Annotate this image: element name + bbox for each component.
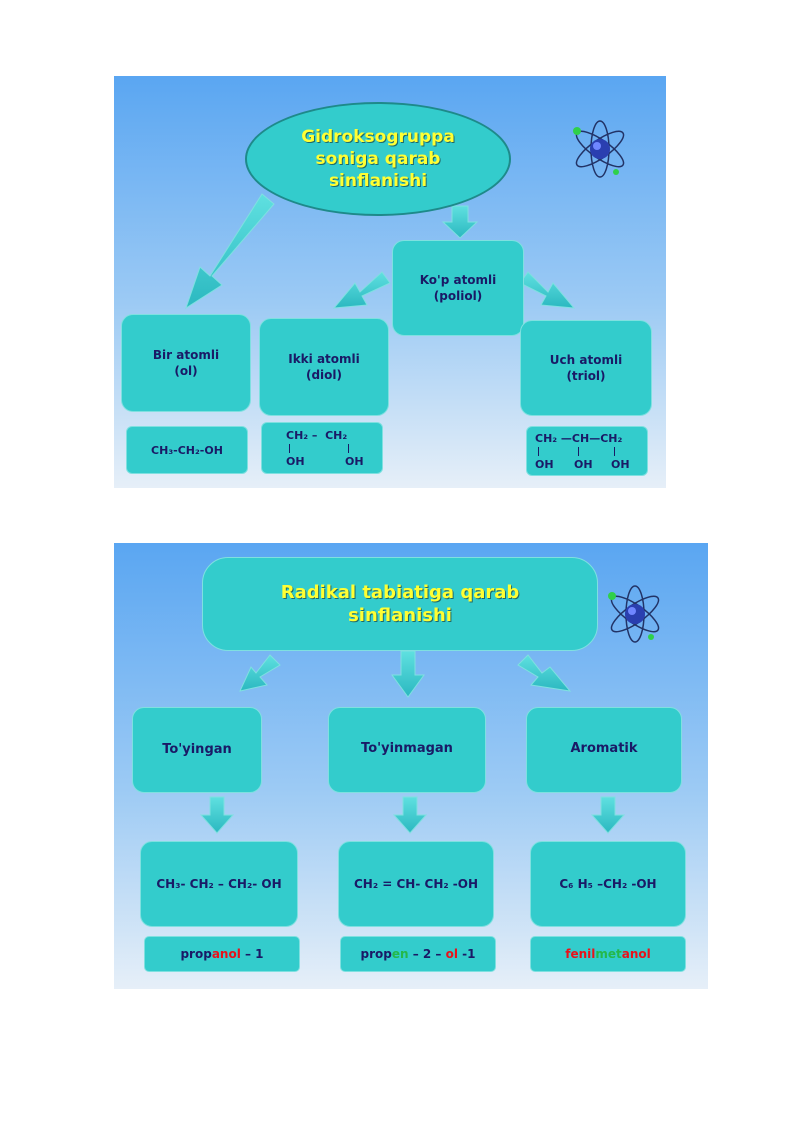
polyol-box: Ko'p atomli (poliol) — [392, 240, 524, 336]
diol-label: Ikki atomli (diol) — [288, 351, 360, 382]
title-text: Gidroksogruppa soniga qarab sinflanishi — [301, 126, 455, 192]
name-stem: met — [595, 947, 622, 961]
name-suffix: anol — [211, 947, 241, 961]
category-saturated: To'yingan — [132, 707, 262, 793]
mono-box: Bir atomli (ol) — [121, 314, 251, 412]
name-locant: – 1 — [240, 947, 264, 961]
formula-aromatic: C₆ H₅ –CH₂ -OH — [530, 841, 686, 927]
formula-aromatic-text: C₆ H₅ –CH₂ -OH — [559, 876, 657, 891]
diol-formula-line1: CH₂ – CH₂ — [286, 429, 348, 442]
arrow-down-2 — [392, 796, 428, 834]
bond-line — [578, 447, 579, 456]
arrow-to-aromatic — [517, 654, 572, 692]
name-suffix-ol: ol — [445, 947, 458, 961]
triol-oh-2: OH — [574, 458, 593, 471]
category-unsaturated: To'yinmagan — [328, 707, 486, 793]
name-locant: – 2 – — [408, 947, 446, 961]
atom-icon — [573, 120, 625, 178]
category-aromatic: Aromatik — [526, 707, 682, 793]
slide-hydroxy-count-classification: Gidroksogruppa soniga qarab sinflanishi … — [114, 76, 666, 488]
arrow-to-polyol — [441, 205, 479, 239]
bond-line — [348, 444, 349, 453]
arrow-to-saturated — [239, 654, 281, 692]
arrow-to-unsaturated — [391, 650, 425, 698]
diol-box: Ikki atomli (diol) — [259, 318, 389, 416]
bond-line — [289, 444, 290, 453]
arrow-to-diol — [332, 271, 391, 309]
name-locant: -1 — [457, 947, 476, 961]
triol-formula: CH₂ —CH—CH₂ OH OH OH — [526, 426, 648, 476]
name-suffix-ene: en — [391, 947, 409, 961]
name-stem: prop — [180, 947, 212, 961]
bond-line — [614, 447, 615, 456]
triol-oh-1: OH — [535, 458, 554, 471]
triol-box: Uch atomli (triol) — [520, 320, 652, 416]
name-prefix: fenil — [565, 947, 596, 961]
arrow-down-1 — [199, 796, 235, 834]
formula-saturated-text: CH₃- CH₂ – CH₂- OH — [156, 876, 282, 891]
triol-label: Uch atomli (triol) — [549, 352, 623, 383]
mono-formula-text: CH₃-CH₂-OH — [151, 443, 223, 457]
diol-oh-1: OH — [286, 455, 305, 468]
formula-unsaturated: CH₂ = CH- CH₂ -OH — [338, 841, 494, 927]
arrow-to-mono — [185, 193, 275, 310]
mono-formula: CH₃-CH₂-OH — [126, 426, 248, 474]
title-box: Radikal tabiatiga qarab sinflanishi — [202, 557, 598, 651]
formula-saturated: CH₃- CH₂ – CH₂- OH — [140, 841, 298, 927]
category-unsaturated-label: To'yinmagan — [361, 741, 453, 756]
formula-unsaturated-text: CH₂ = CH- CH₂ -OH — [353, 876, 479, 891]
polyol-label: Ko'p atomli (poliol) — [419, 272, 497, 303]
name-suffix: anol — [621, 947, 651, 961]
triol-oh-3: OH — [611, 458, 630, 471]
arrow-to-triol — [519, 271, 576, 309]
diol-formula: CH₂ – CH₂ OH OH — [261, 422, 383, 474]
title-oval: Gidroksogruppa soniga qarab sinflanishi — [245, 102, 511, 216]
atom-icon — [608, 585, 660, 643]
diol-oh-2: OH — [345, 455, 364, 468]
connector-arrows — [199, 650, 626, 834]
triol-formula-line1: CH₂ —CH—CH₂ — [535, 432, 623, 445]
mono-label: Bir atomli (ol) — [152, 347, 220, 378]
title-text: Radikal tabiatiga qarab sinflanishi — [280, 581, 520, 626]
name-stem: prop — [360, 947, 392, 961]
connector-arrows — [185, 193, 576, 310]
category-aromatic-label: Aromatik — [570, 741, 638, 756]
category-saturated-label: To'yingan — [162, 742, 232, 758]
slide-radical-type-classification: Radikal tabiatiga qarab sinflanishi To'y… — [114, 543, 708, 989]
bond-line — [538, 447, 539, 456]
arrow-down-3 — [590, 796, 626, 834]
